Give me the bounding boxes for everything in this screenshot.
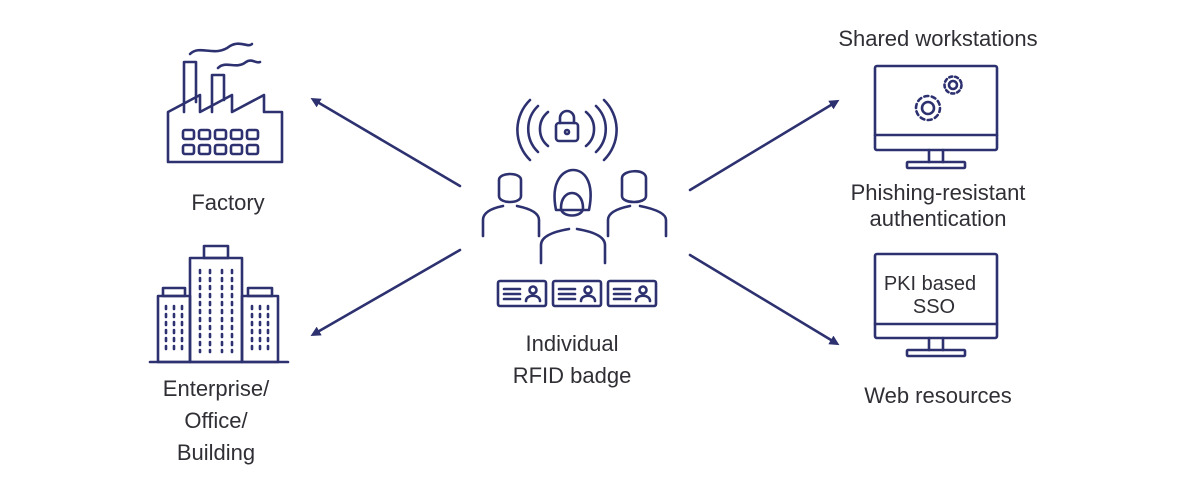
people-rfid-badge-icon — [481, 98, 668, 308]
gear-large-icon — [914, 94, 942, 122]
person-right — [606, 169, 668, 238]
monitor-gears-icon — [873, 64, 999, 170]
monitor-screen-line1: PKI based — [884, 273, 976, 295]
arrow-to-workstations — [688, 99, 840, 192]
center-label-line2: RFID badge — [513, 363, 632, 388]
arrow-to-web-resources — [688, 253, 840, 346]
arrow-to-enterprise — [310, 248, 462, 336]
person-left — [481, 172, 541, 238]
lock-icon — [554, 109, 580, 143]
gear-small-icon — [943, 75, 963, 95]
factory-label: Factory — [191, 190, 264, 215]
enterprise-label-line1: Enterprise/ — [163, 376, 270, 401]
enterprise-label-line3: Building — [177, 440, 255, 465]
shared-workstations-title: Shared workstations — [838, 26, 1037, 51]
web-resources-label: Web resources — [864, 383, 1012, 408]
monitor-screen-line2: SSO — [913, 296, 955, 318]
center-label-line1: Individual — [526, 331, 619, 356]
office-building-icon — [148, 244, 290, 364]
factory-icon — [166, 42, 284, 164]
badge-cards — [496, 279, 658, 308]
person-center — [539, 168, 607, 265]
wireless-signal-icon — [516, 98, 618, 162]
workstations-label-line1: Phishing-resistant — [851, 180, 1026, 205]
enterprise-label-line2: Office/ — [184, 408, 248, 433]
monitor-icon — [873, 252, 999, 358]
arrow-to-factory — [310, 97, 462, 188]
workstations-label-line2: authentication — [870, 206, 1007, 231]
